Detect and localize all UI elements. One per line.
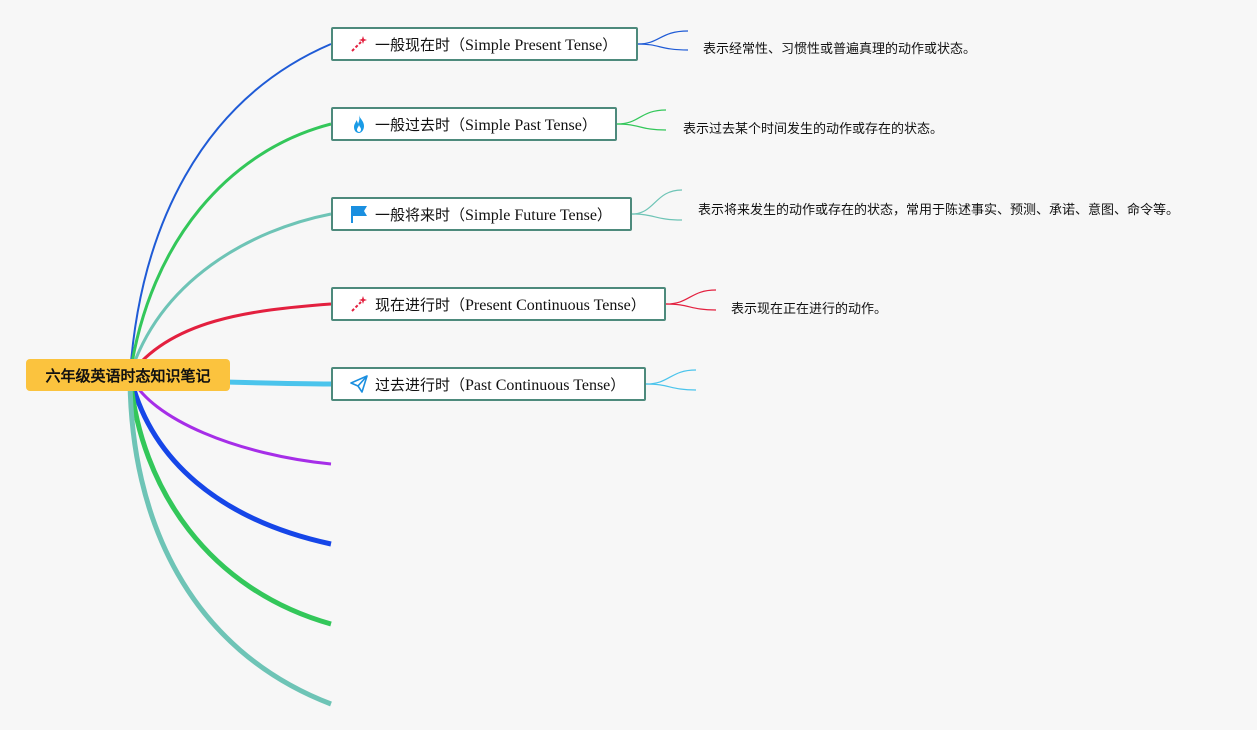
topic-simple-future[interactable]: 一般将来时（Simple Future Tense）: [331, 197, 632, 231]
branch-line-2: [128, 122, 332, 376]
note-present-continuous: 表示现在正在进行的动作。: [731, 302, 888, 317]
branch-line-3: [128, 212, 332, 376]
topic-label: 一般将来时（Simple Future Tense）: [375, 205, 612, 224]
branch-line-4: [128, 302, 332, 376]
topic-present-continuous[interactable]: 现在进行时（Present Continuous Tense）: [331, 287, 666, 321]
branch-line-1: [129, 43, 332, 376]
note-connector-4b: [665, 303, 717, 311]
note-connector-2b: [616, 123, 667, 131]
branch-line-5: [224, 379, 332, 387]
fire-icon: [349, 114, 369, 134]
empty-branch-line-3: [127, 374, 332, 627]
paper-plane-icon: [349, 374, 369, 394]
topic-label: 过去进行时（Past Continuous Tense）: [375, 375, 626, 394]
note-connector-3a: [631, 189, 683, 215]
note-connector-5a: [645, 369, 697, 385]
note-simple-future: 表示将来发生的动作或存在的状态，常用于陈述事实、预测、承诺、意图、命令等。: [698, 203, 1180, 218]
topic-simple-present[interactable]: 一般现在时（Simple Present Tense）: [331, 27, 638, 61]
empty-branch-line-1: [128, 374, 332, 466]
note-connector-4a: [665, 289, 717, 305]
note-simple-present: 表示经常性、习惯性或普遍真理的动作或状态。: [703, 42, 977, 57]
root-topic[interactable]: 六年级英语时态知识笔记: [26, 359, 230, 391]
topic-label: 现在进行时（Present Continuous Tense）: [375, 295, 646, 314]
flag-icon: [349, 204, 369, 224]
topic-label: 一般过去时（Simple Past Tense）: [375, 115, 597, 134]
empty-branch-line-4: [127, 374, 332, 707]
magic-wand-icon: [349, 34, 369, 54]
topic-simple-past[interactable]: 一般过去时（Simple Past Tense）: [331, 107, 617, 141]
note-connector-1b: [637, 43, 689, 51]
note-connector-1a: [637, 30, 689, 45]
magic-wand-icon: [349, 294, 369, 314]
empty-branch-line-2: [127, 374, 332, 547]
topic-label: 一般现在时（Simple Present Tense）: [375, 35, 618, 54]
note-simple-past: 表示过去某个时间发生的动作或存在的状态。: [683, 122, 944, 137]
note-connector-2a: [616, 109, 667, 125]
note-connector-3b: [631, 213, 683, 221]
note-connector-5b: [645, 383, 697, 391]
topic-past-continuous[interactable]: 过去进行时（Past Continuous Tense）: [331, 367, 646, 401]
